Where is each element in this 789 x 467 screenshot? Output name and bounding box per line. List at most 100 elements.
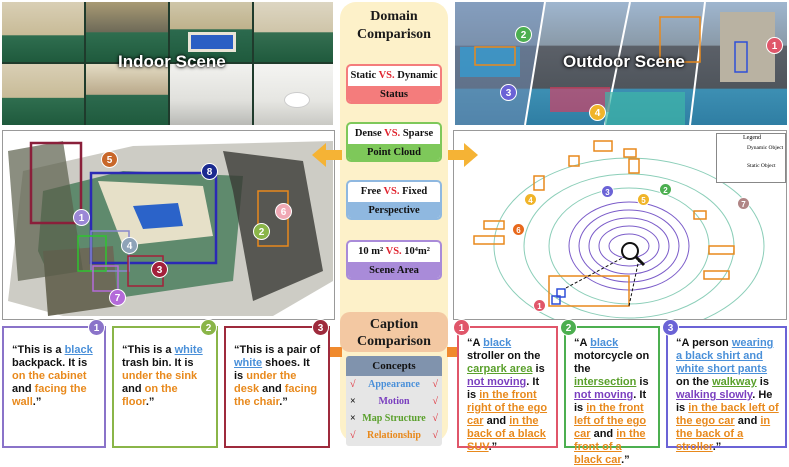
outdoor-mark: √ — [432, 379, 439, 390]
domain-comparison-title-2: Comparison — [357, 27, 431, 42]
concept-appearance: √ Appearance √ — [346, 376, 442, 393]
concept-label: Appearance — [368, 379, 420, 390]
caption-comparison-title-2: Comparison — [357, 334, 431, 349]
caption-text: and — [122, 383, 145, 395]
perspective-label: Perspective — [348, 202, 440, 218]
outdoor-caption-2: 2 “A black motorcycle on the intersectio… — [560, 319, 660, 466]
caption-motion: not moving — [574, 389, 634, 401]
caption-text: stroller on the — [467, 350, 541, 362]
concept-label: Motion — [378, 396, 410, 407]
scene-area-label: Scene Area — [348, 262, 440, 278]
lidar-marker-4: 4 — [524, 193, 537, 206]
caption-relationship: in the front right of the ego car — [467, 389, 548, 427]
status-compare: Static VS. Dynamic Status — [346, 64, 442, 104]
caption-map-structure: carpark area — [467, 363, 533, 375]
outdoor-caption-3: 3 “A person wearing a black shirt and wh… — [662, 319, 787, 453]
caption-appearance: white — [174, 344, 203, 356]
caption-relationship: in the front left of the ego car — [574, 402, 647, 440]
concept-label: Relationship — [367, 430, 421, 441]
point-cloud-compare: Dense VS. Sparse Point Cloud — [346, 122, 442, 162]
concepts-title: Concepts — [346, 356, 442, 376]
lidar-marker-6: 6 — [512, 223, 525, 236]
dense-label: Dense — [354, 128, 382, 139]
concepts-table: Concepts √ Appearance √ × Motion √ × Map… — [346, 356, 442, 446]
caption-text: shoes. It is — [234, 357, 310, 382]
caption-relationship: in the back left of the ego car — [676, 402, 779, 427]
arrow-to-outdoor — [448, 143, 478, 167]
indoor-point-cloud: 5 8 1 6 2 4 3 7 — [2, 130, 335, 320]
outdoor-marker-4: 4 — [589, 104, 606, 121]
point-cloud-label: Point Cloud — [348, 144, 440, 160]
concept-map-structure: × Map Structure √ — [346, 410, 442, 427]
lidar-marker-2: 2 — [659, 183, 672, 196]
caption-appearance: wearing a black shirt and white short pa… — [676, 337, 774, 375]
caption-map-structure: intersection — [574, 376, 637, 388]
indoor-marker-2: 2 — [253, 223, 270, 240]
caption-relationship: under the sink — [122, 370, 198, 382]
caption-relationship: in the back of a stroller — [676, 415, 771, 453]
vs-label: VS. — [384, 128, 401, 139]
caption-marker: 2 — [200, 319, 217, 336]
caption-text: . He is — [676, 389, 773, 414]
domain-comparison-title-1: Domain — [370, 9, 418, 24]
caption-relationship: in the back of a black SUV — [467, 415, 546, 453]
fixed-label: Fixed — [402, 186, 428, 197]
concept-relationship: √ Relationship √ — [346, 427, 442, 444]
outdoor-mark: √ — [432, 430, 439, 441]
indoor-photo — [254, 2, 333, 62]
caption-appearance: black — [483, 337, 512, 349]
large-area-label: 10⁴m² — [404, 246, 430, 257]
caption-text: “A person — [676, 337, 732, 349]
caption-relationship: on the floor — [122, 383, 178, 408]
caption-comparison-title-1: Caption — [369, 317, 419, 332]
indoor-photo — [170, 64, 252, 125]
caption-comparison-header — [340, 312, 448, 352]
caption-text: “This is a — [122, 344, 175, 356]
perspective-compare: Free VS. Fixed Perspective — [346, 180, 442, 220]
caption-motion: walking slowly — [676, 389, 753, 401]
caption-text: and — [590, 428, 617, 440]
indoor-scene-photos: Indoor Scene — [2, 2, 333, 125]
caption-map-structure: walkway — [712, 376, 757, 388]
caption-text: is — [756, 376, 769, 388]
legend-dynamic-label: Dynamic Object — [747, 145, 784, 151]
indoor-photo — [86, 2, 168, 62]
caption-text: .” — [621, 454, 630, 466]
caption-text: and — [734, 415, 761, 427]
caption-text: .” — [32, 396, 42, 408]
caption-relationship: facing the chair — [234, 383, 318, 408]
indoor-mark: √ — [350, 379, 356, 390]
vs-label: VS. — [383, 186, 400, 197]
caption-text: is — [636, 376, 649, 388]
outdoor-marker-1: 1 — [766, 37, 783, 54]
indoor-photo — [170, 2, 252, 62]
legend-static-label: Static Object — [747, 163, 776, 169]
indoor-marker-3: 3 — [151, 261, 168, 278]
lidar-marker-1: 1 — [533, 299, 546, 312]
indoor-marker-4: 4 — [121, 237, 138, 254]
lidar-marker-5: 5 — [637, 193, 650, 206]
caption-text: .” — [279, 396, 288, 408]
caption-text: “This is a pair of — [234, 344, 321, 356]
indoor-photo — [254, 64, 333, 125]
caption-text: is — [532, 363, 545, 375]
indoor-photo — [86, 64, 168, 125]
caption-marker: 1 — [453, 319, 470, 336]
status-label: Status — [348, 86, 440, 102]
caption-text: motorcycle on the — [574, 350, 650, 375]
outdoor-scene-label: Outdoor Scene — [563, 52, 685, 71]
caption-text: and — [259, 383, 285, 395]
caption-text: .” — [488, 441, 498, 453]
caption-marker: 3 — [662, 319, 679, 336]
outdoor-caption-1: 1 “A black stroller on the carpark area … — [453, 319, 558, 453]
indoor-mark: × — [350, 396, 356, 407]
legend-box: Legend Dynamic Object Static Object — [716, 133, 786, 183]
indoor-marker-1: 1 — [73, 209, 90, 226]
caption-appearance: black — [64, 344, 93, 356]
outdoor-marker-2: 2 — [515, 26, 532, 43]
outdoor-marker-3: 3 — [500, 84, 517, 101]
caption-text: on the — [676, 376, 713, 388]
caption-text: “This is a — [12, 344, 65, 356]
indoor-mark: × — [350, 413, 356, 424]
concept-motion: × Motion √ — [346, 393, 442, 410]
